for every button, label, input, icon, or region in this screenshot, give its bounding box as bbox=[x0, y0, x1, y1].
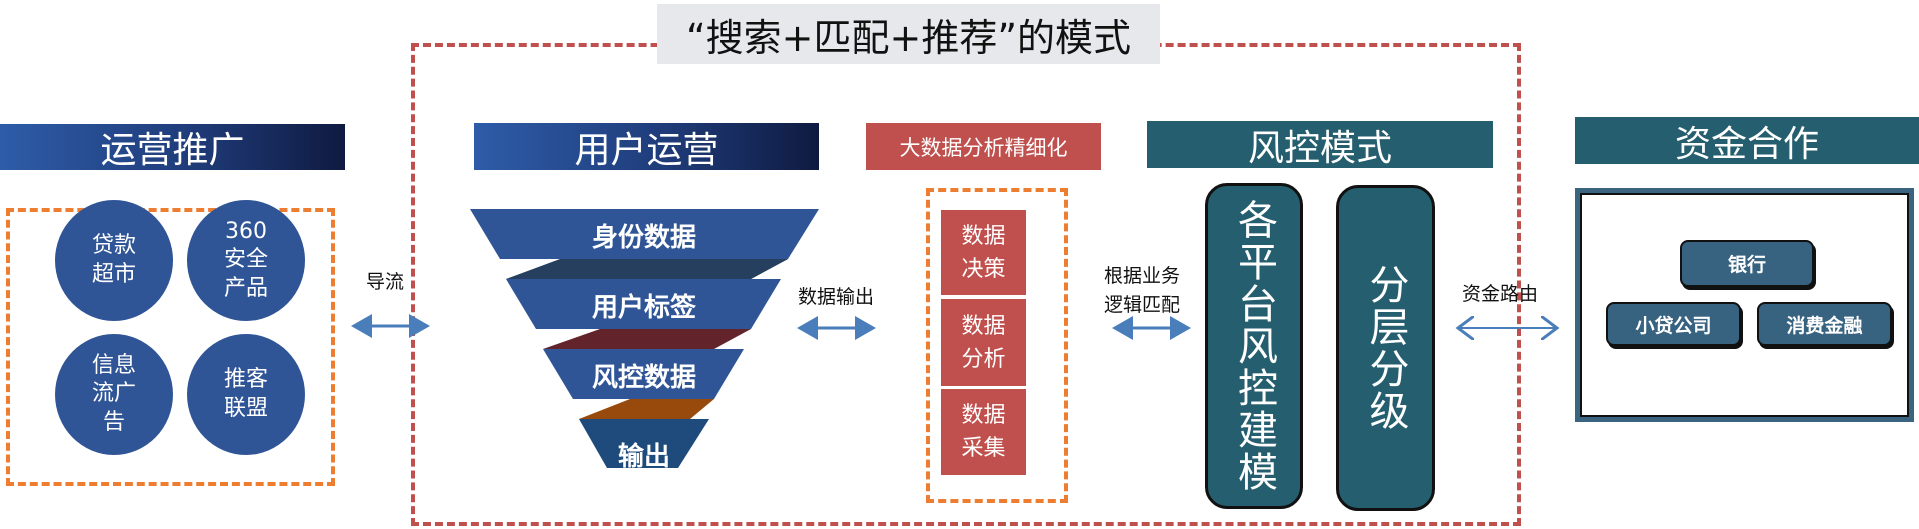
cell-collection: 数据 采集 bbox=[941, 389, 1026, 475]
funnel-label-tags: 用户标签 bbox=[592, 292, 697, 323]
fund-route-label: 资金路由 bbox=[1462, 283, 1539, 305]
big-data-header: 大数据分析精细化 bbox=[866, 123, 1101, 170]
funding-header: 资金合作 bbox=[1575, 117, 1919, 165]
promotion-group bbox=[6, 208, 335, 486]
flow-label: 导流 bbox=[366, 271, 405, 293]
big-data-group bbox=[926, 188, 1068, 503]
funnel-connector-2 bbox=[543, 329, 751, 349]
funnel-layer-risk bbox=[543, 349, 744, 399]
cell-analysis: 数据 分析 bbox=[941, 299, 1026, 386]
partner-consumer-finance: 消费金融 bbox=[1757, 302, 1892, 346]
cell-decision: 数据 决策 bbox=[941, 210, 1026, 295]
user-ops-header: 用户运营 bbox=[474, 123, 819, 171]
channel-360: 360 安全 产品 bbox=[187, 200, 305, 321]
funnel-label-risk: 风控数据 bbox=[592, 363, 696, 393]
funnel-label-identity: 身份数据 bbox=[592, 222, 696, 253]
funnel-connector-3 bbox=[579, 399, 714, 419]
diagram-title: “搜索+匹配+推荐”的模式 bbox=[657, 4, 1160, 64]
partner-microloan: 小贷公司 bbox=[1606, 302, 1741, 346]
risk-header: 风控模式 bbox=[1147, 121, 1493, 169]
match-label: 根据业务 逻辑匹配 bbox=[1104, 265, 1181, 316]
channel-affiliate: 推客 联盟 bbox=[187, 334, 305, 455]
pillar-platform-modeling: 各平台风控建模 bbox=[1205, 183, 1303, 509]
funnel-layer-identity bbox=[470, 209, 819, 259]
channel-loan-market: 贷款 超市 bbox=[55, 200, 173, 321]
promotion-header: 运营推广 bbox=[0, 124, 345, 171]
funnel-connector-1b bbox=[506, 259, 788, 279]
pillar-tiering: 分层分级 bbox=[1336, 185, 1435, 511]
funnel-layer-output bbox=[579, 419, 709, 468]
funnel-layer-tags bbox=[506, 279, 781, 329]
partner-bank: 银行 bbox=[1680, 240, 1814, 287]
funding-partners-box bbox=[1575, 188, 1914, 422]
channel-feed-ads: 信息 流广 告 bbox=[55, 334, 173, 455]
data-output-label: 数据输出 bbox=[798, 286, 875, 308]
funnel-label-output: 输出 bbox=[618, 441, 670, 472]
